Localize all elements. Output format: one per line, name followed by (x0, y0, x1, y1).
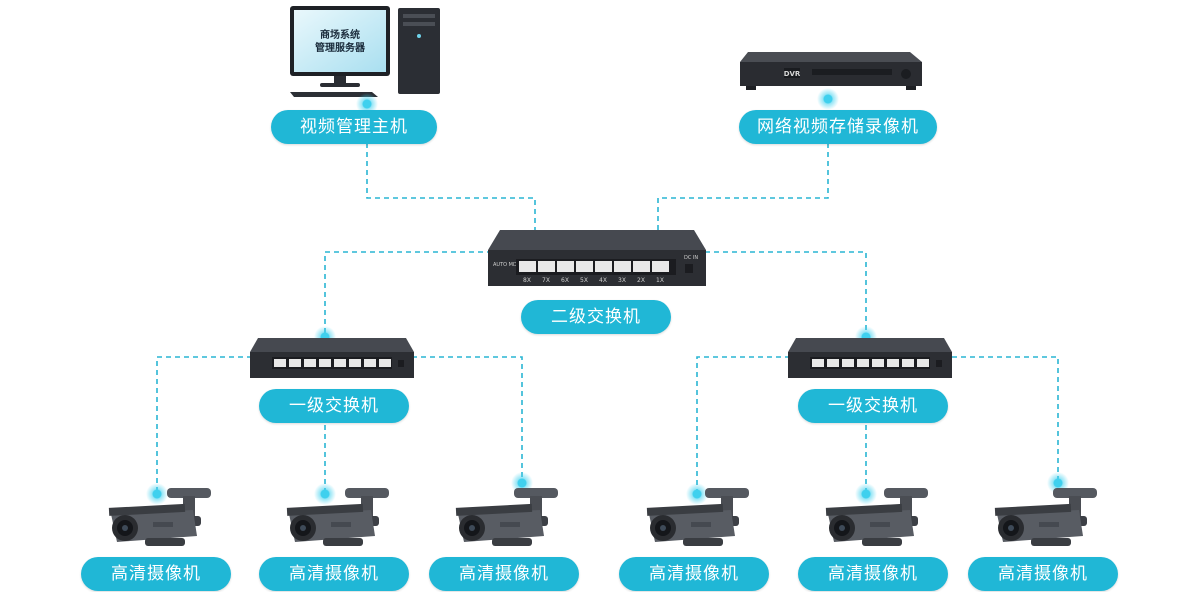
edge-switch-right-label: 一级交换机 (798, 389, 948, 423)
camera-2-connection-dot (314, 483, 336, 505)
link-host-to-core (366, 143, 536, 232)
link-dvr-to-core (657, 143, 829, 232)
camera-6-label: 高清摄像机 (968, 557, 1118, 591)
edge-switch-right (788, 338, 952, 380)
cctv-camera-icon (825, 488, 928, 546)
core-port-label: 2X (637, 277, 645, 284)
dvr-device: DVR (740, 52, 922, 94)
host-connection-dot (356, 93, 378, 115)
camera-4-connection-dot (686, 483, 708, 505)
link-core-to-left-switch (324, 251, 492, 335)
dvr-connection-dot (817, 88, 839, 110)
camera-2-label: 高清摄像机 (259, 557, 409, 591)
edge-switch-left (250, 338, 414, 380)
host-label: 视频管理主机 (271, 110, 437, 144)
camera-1-label: 高清摄像机 (81, 557, 231, 591)
camera-4 (643, 488, 753, 550)
network-switch-icon (250, 338, 414, 378)
link-core-to-right-switch (705, 251, 867, 335)
link-right-switch-to-cam4 (696, 356, 790, 492)
network-switch-icon (788, 338, 952, 378)
link-left-switch-to-cam3 (412, 356, 523, 482)
camera-3 (452, 488, 562, 550)
camera-1 (105, 488, 215, 550)
core-panel-right: DC IN (684, 255, 698, 261)
dvr-label: 网络视频存储录像机 (739, 110, 937, 144)
camera-5-label: 高清摄像机 (798, 557, 948, 591)
core-port-label: 7X (542, 277, 550, 284)
network-switch-icon: AUTO MDIX DC IN 8X 7X 6X 5X 4X 3X 2X 1X (488, 230, 706, 286)
cctv-camera-icon (455, 488, 558, 546)
cctv-camera-icon (646, 488, 749, 546)
core-port-label: 1X (656, 277, 664, 284)
camera-4-label: 高清摄像机 (619, 557, 769, 591)
cctv-camera-icon (286, 488, 389, 546)
core-port-label: 6X (561, 277, 569, 284)
core-port-label: 4X (599, 277, 607, 284)
dvr-badge: DVR (784, 70, 801, 78)
camera-6 (991, 488, 1101, 550)
link-left-switch-to-cam1 (156, 356, 252, 492)
nvr-recorder-icon: DVR (740, 52, 922, 90)
camera-3-label: 高清摄像机 (429, 557, 579, 591)
screen-text-1: 商场系统 (320, 28, 360, 41)
cctv-camera-icon (108, 488, 211, 546)
core-panel-left: AUTO MDIX (493, 262, 522, 268)
camera-1-connection-dot (146, 483, 168, 505)
cctv-camera-icon (994, 488, 1097, 546)
core-switch-label: 二级交换机 (521, 300, 671, 334)
camera-5 (822, 488, 932, 550)
link-right-switch-to-cam6 (952, 356, 1059, 482)
desktop-computer-icon: 商场系统 管理服务器 (290, 6, 440, 97)
screen-text-2: 管理服务器 (315, 41, 366, 54)
core-switch: AUTO MDIX DC IN 8X 7X 6X 5X 4X 3X 2X 1X (488, 230, 706, 288)
core-port-label: 3X (618, 277, 626, 284)
host-computer: 商场系统 管理服务器 (290, 6, 445, 98)
camera-5-connection-dot (855, 483, 877, 505)
core-port-label: 8X (523, 277, 531, 284)
core-port-label: 5X (580, 277, 588, 284)
edge-switch-left-label: 一级交换机 (259, 389, 409, 423)
camera-2 (283, 488, 393, 550)
